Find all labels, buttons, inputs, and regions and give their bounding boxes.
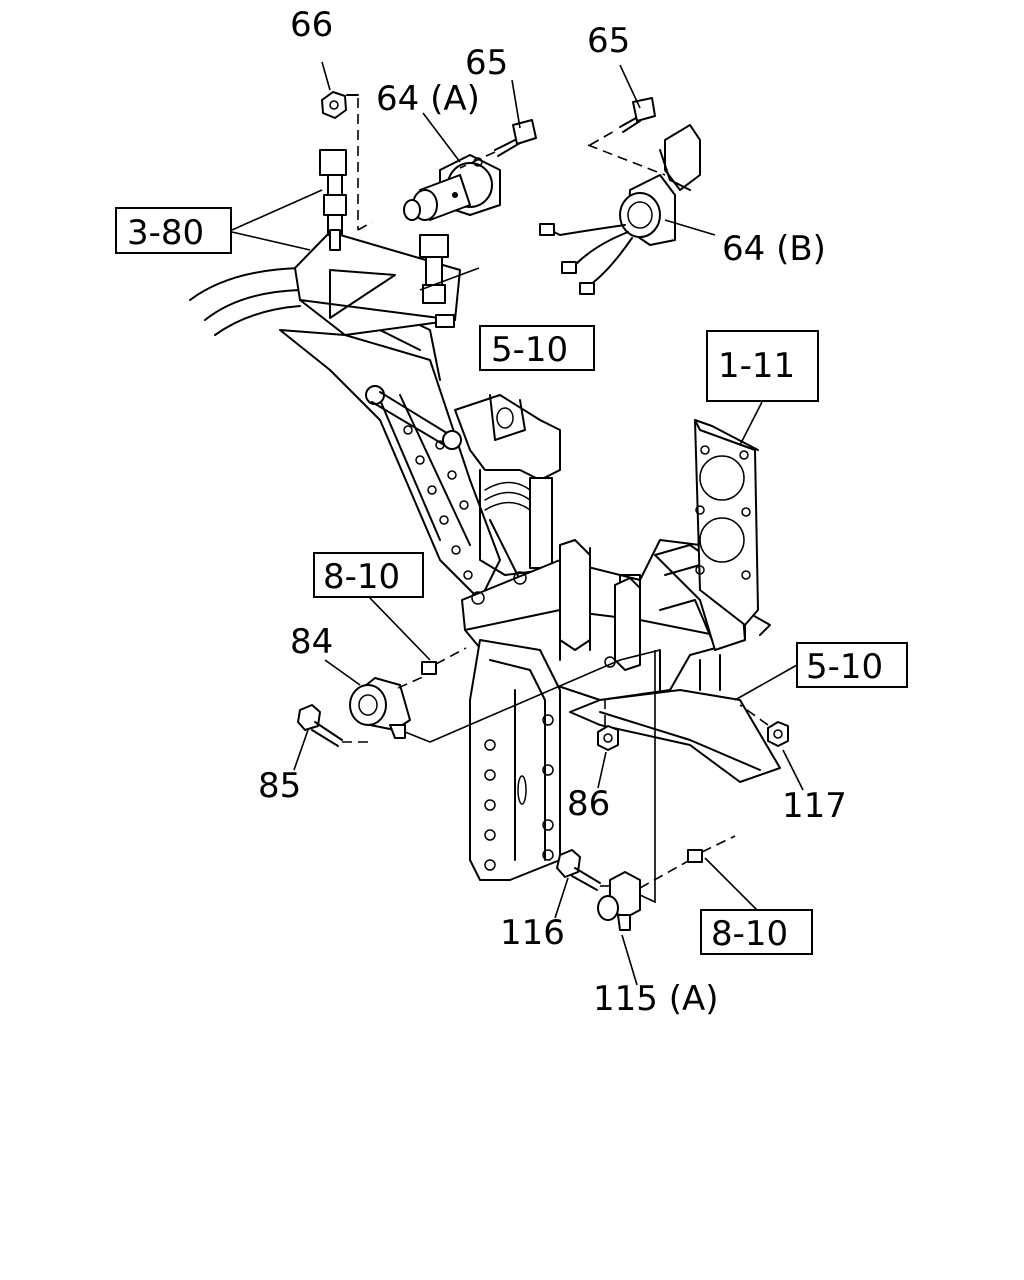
sensor-84 (349, 647, 467, 739)
ref-box-8-10-left[interactable]: 8-10 (313, 552, 424, 598)
callout-85: 85 (258, 766, 301, 806)
ref-8-10-left-label: 8-10 (323, 557, 400, 597)
callout-116: 116 (500, 913, 565, 953)
reference-boxes: 3-80 5-10 1-11 8-10 5-10 8-10 (115, 207, 908, 955)
leader-lines (231, 61, 804, 986)
ref-box-5-10-right[interactable]: 5-10 (796, 642, 908, 688)
callout-65-upper-a: 65 (465, 43, 508, 83)
ref-box-1-11[interactable]: 1-11 (706, 330, 819, 402)
callout-65-upper-b: 65 (587, 21, 630, 61)
callout-86: 86 (567, 784, 610, 824)
hose-fittings (319, 149, 455, 328)
ref-box-8-10-right[interactable]: 8-10 (700, 909, 813, 955)
callout-115a: 115 (A) (593, 979, 719, 1019)
callout-64a: 64 (A) (376, 79, 480, 119)
bolt-65b (589, 97, 656, 146)
sensor-115a (597, 650, 736, 931)
ref-box-3-80[interactable]: 3-80 (115, 207, 232, 254)
nut-117 (739, 704, 789, 747)
callouts: 66 64 (A) 65 65 64 (B) 84 85 86 117 116 … (258, 5, 847, 1019)
ref-5-10-upper-label: 5-10 (491, 330, 568, 370)
callout-117: 117 (782, 786, 847, 826)
connector-64b (539, 124, 701, 295)
cab-mount-plate (694, 419, 759, 626)
callout-64b: 64 (B) (722, 229, 826, 269)
nut-86 (597, 700, 619, 751)
nut-66 (321, 91, 373, 231)
callout-66: 66 (290, 5, 333, 45)
frame-assembly (189, 231, 781, 881)
ref-box-5-10-upper[interactable]: 5-10 (479, 325, 595, 371)
arm-holes (403, 425, 473, 580)
bolt-85 (297, 704, 370, 747)
ref-8-10-right-label: 8-10 (711, 914, 788, 954)
ref-5-10-right-label: 5-10 (806, 647, 883, 687)
valve-64a (403, 154, 501, 221)
callout-84: 84 (290, 622, 333, 662)
ref-1-11-label: 1-11 (718, 346, 795, 386)
ref-3-80-label: 3-80 (127, 213, 204, 253)
bolt-65a (459, 119, 537, 169)
